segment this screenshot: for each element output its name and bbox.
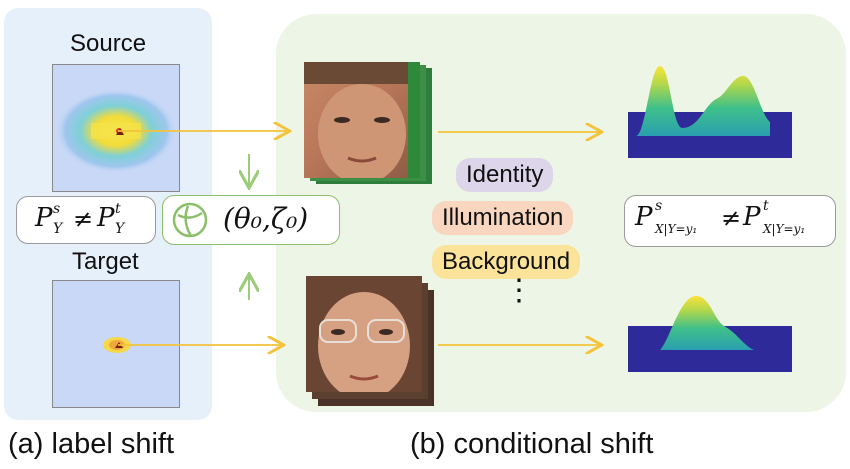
target-label: Target — [72, 248, 139, 275]
formula-rhs: P — [97, 203, 115, 233]
model-params: (θ₀,ζ₀) — [223, 202, 309, 235]
cond-op: ≠ — [721, 204, 742, 232]
cond-lhs-sup: s — [655, 198, 663, 214]
source-scatter-plot — [56, 89, 176, 173]
target-distribution-surface — [628, 296, 792, 372]
background-chip: Background — [432, 245, 581, 279]
formula-lhs: P — [35, 203, 53, 233]
conditional-shift-caption: (b) conditional shift — [410, 428, 654, 460]
cond-rhs: P — [743, 202, 761, 232]
identity-chip: Identity — [456, 158, 554, 192]
source-heatmap — [52, 64, 180, 192]
source-distribution-surface — [628, 66, 792, 158]
label-shift-formula: P s Y ≠ P t Y — [16, 196, 156, 244]
formula-lhs-sub: Y — [53, 221, 63, 237]
globe-icon — [172, 202, 208, 238]
label-shift-caption: (a) label shift — [8, 428, 175, 460]
formula-rhs-sup: t — [115, 201, 121, 217]
source-label: Source — [70, 30, 147, 57]
source-face-image — [304, 62, 432, 194]
model-params-box: (θ₀,ζ₀) — [162, 195, 340, 245]
cond-lhs: P — [635, 202, 653, 232]
more-factors-ellipsis: ⋮ — [504, 274, 534, 307]
target-heatmap — [52, 280, 180, 408]
cond-rhs-sub: X|Y=y₁ — [763, 222, 806, 236]
cond-lhs-sub: X|Y=y₁ — [655, 222, 698, 236]
illumination-chip: Illumination — [432, 201, 574, 235]
formula-op: ≠ — [73, 205, 94, 233]
cond-rhs-sup: t — [763, 198, 769, 214]
formula-lhs-sup: s — [53, 201, 61, 217]
target-face-image — [306, 276, 434, 408]
conditional-shift-formula: P s X|Y=y₁ ≠ P t X|Y=y₁ — [624, 195, 836, 247]
formula-rhs-sub: Y — [115, 221, 125, 237]
